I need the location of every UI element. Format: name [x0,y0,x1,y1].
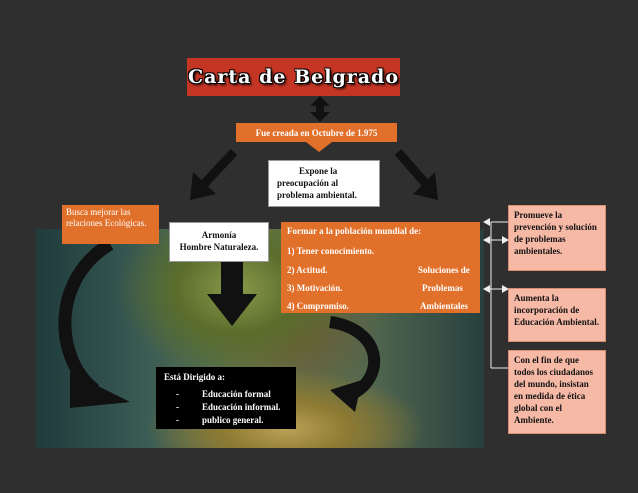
down-arrow-big-icon [207,262,257,326]
formar-heading: Formar a la población mundial de: [287,226,422,236]
dirigido-item: - publico general. [164,414,288,427]
curved-arrow-left-icon [58,238,130,408]
diagonal-arrow-left-icon [190,148,238,200]
formar-item: 3) Motivación. [287,283,343,293]
expone-line-1: Expone la [299,166,338,176]
dirigido-heading: Está Dirigido a: [164,372,226,382]
formar-item: 1) Tener conocimiento. [287,246,375,256]
formar-item: 2) Actitud. [287,265,328,275]
formar-item: 4) Compromiso. [287,301,349,311]
busca-box: Busca mejorar las relaciones Ecológicas. [62,205,159,244]
diagonal-arrow-right-icon [394,149,438,200]
dirigido-item: - Educación formal [164,388,288,401]
expone-line-2: preocupación al [277,178,339,188]
down-arrow-icon [306,142,332,152]
formar-result-line: Ambientales [420,301,468,311]
curved-arrow-right-icon [328,316,381,412]
aumenta-box: Aumenta la incorporación de Educación Am… [508,288,606,342]
armonia-box: Armonía Hombre Naturaleza. [169,222,269,262]
expone-line-3: problema ambiental. [277,190,357,200]
formar-result-line: Soluciones de [418,265,470,275]
dirigido-item-label: Educación informal. [202,402,281,412]
dash: - [176,389,179,399]
armonia-line-1: Armonía [201,230,237,240]
dash: - [176,415,179,425]
creation-date-box: Fue creada en Octubre de 1.975 [236,123,397,142]
formar-box: Formar a la población mundial de: 1) Ten… [281,222,480,313]
formar-result-line: Problemas [422,283,463,293]
dirigido-box: Está Dirigido a: - Educación formal - Educ… [156,367,296,429]
promueve-box: Promueve la prevención y solución de pro… [508,205,606,271]
dirigido-item-label: Educación formal [202,389,271,399]
dirigido-item-label: publico general. [202,415,264,425]
dirigido-item: - Educación informal. [164,401,288,414]
armonia-line-2: Hombre Naturaleza. [179,242,259,252]
expone-box: Expone la preocupación al problema ambie… [268,160,380,207]
bracket-connector [484,221,508,369]
con-el-fin-box: Con el fin de que todos los ciudadanos d… [508,350,606,434]
diagram-title: Carta de Belgrado [187,58,400,96]
double-arrow-icon [310,96,330,122]
dash: - [176,402,179,412]
